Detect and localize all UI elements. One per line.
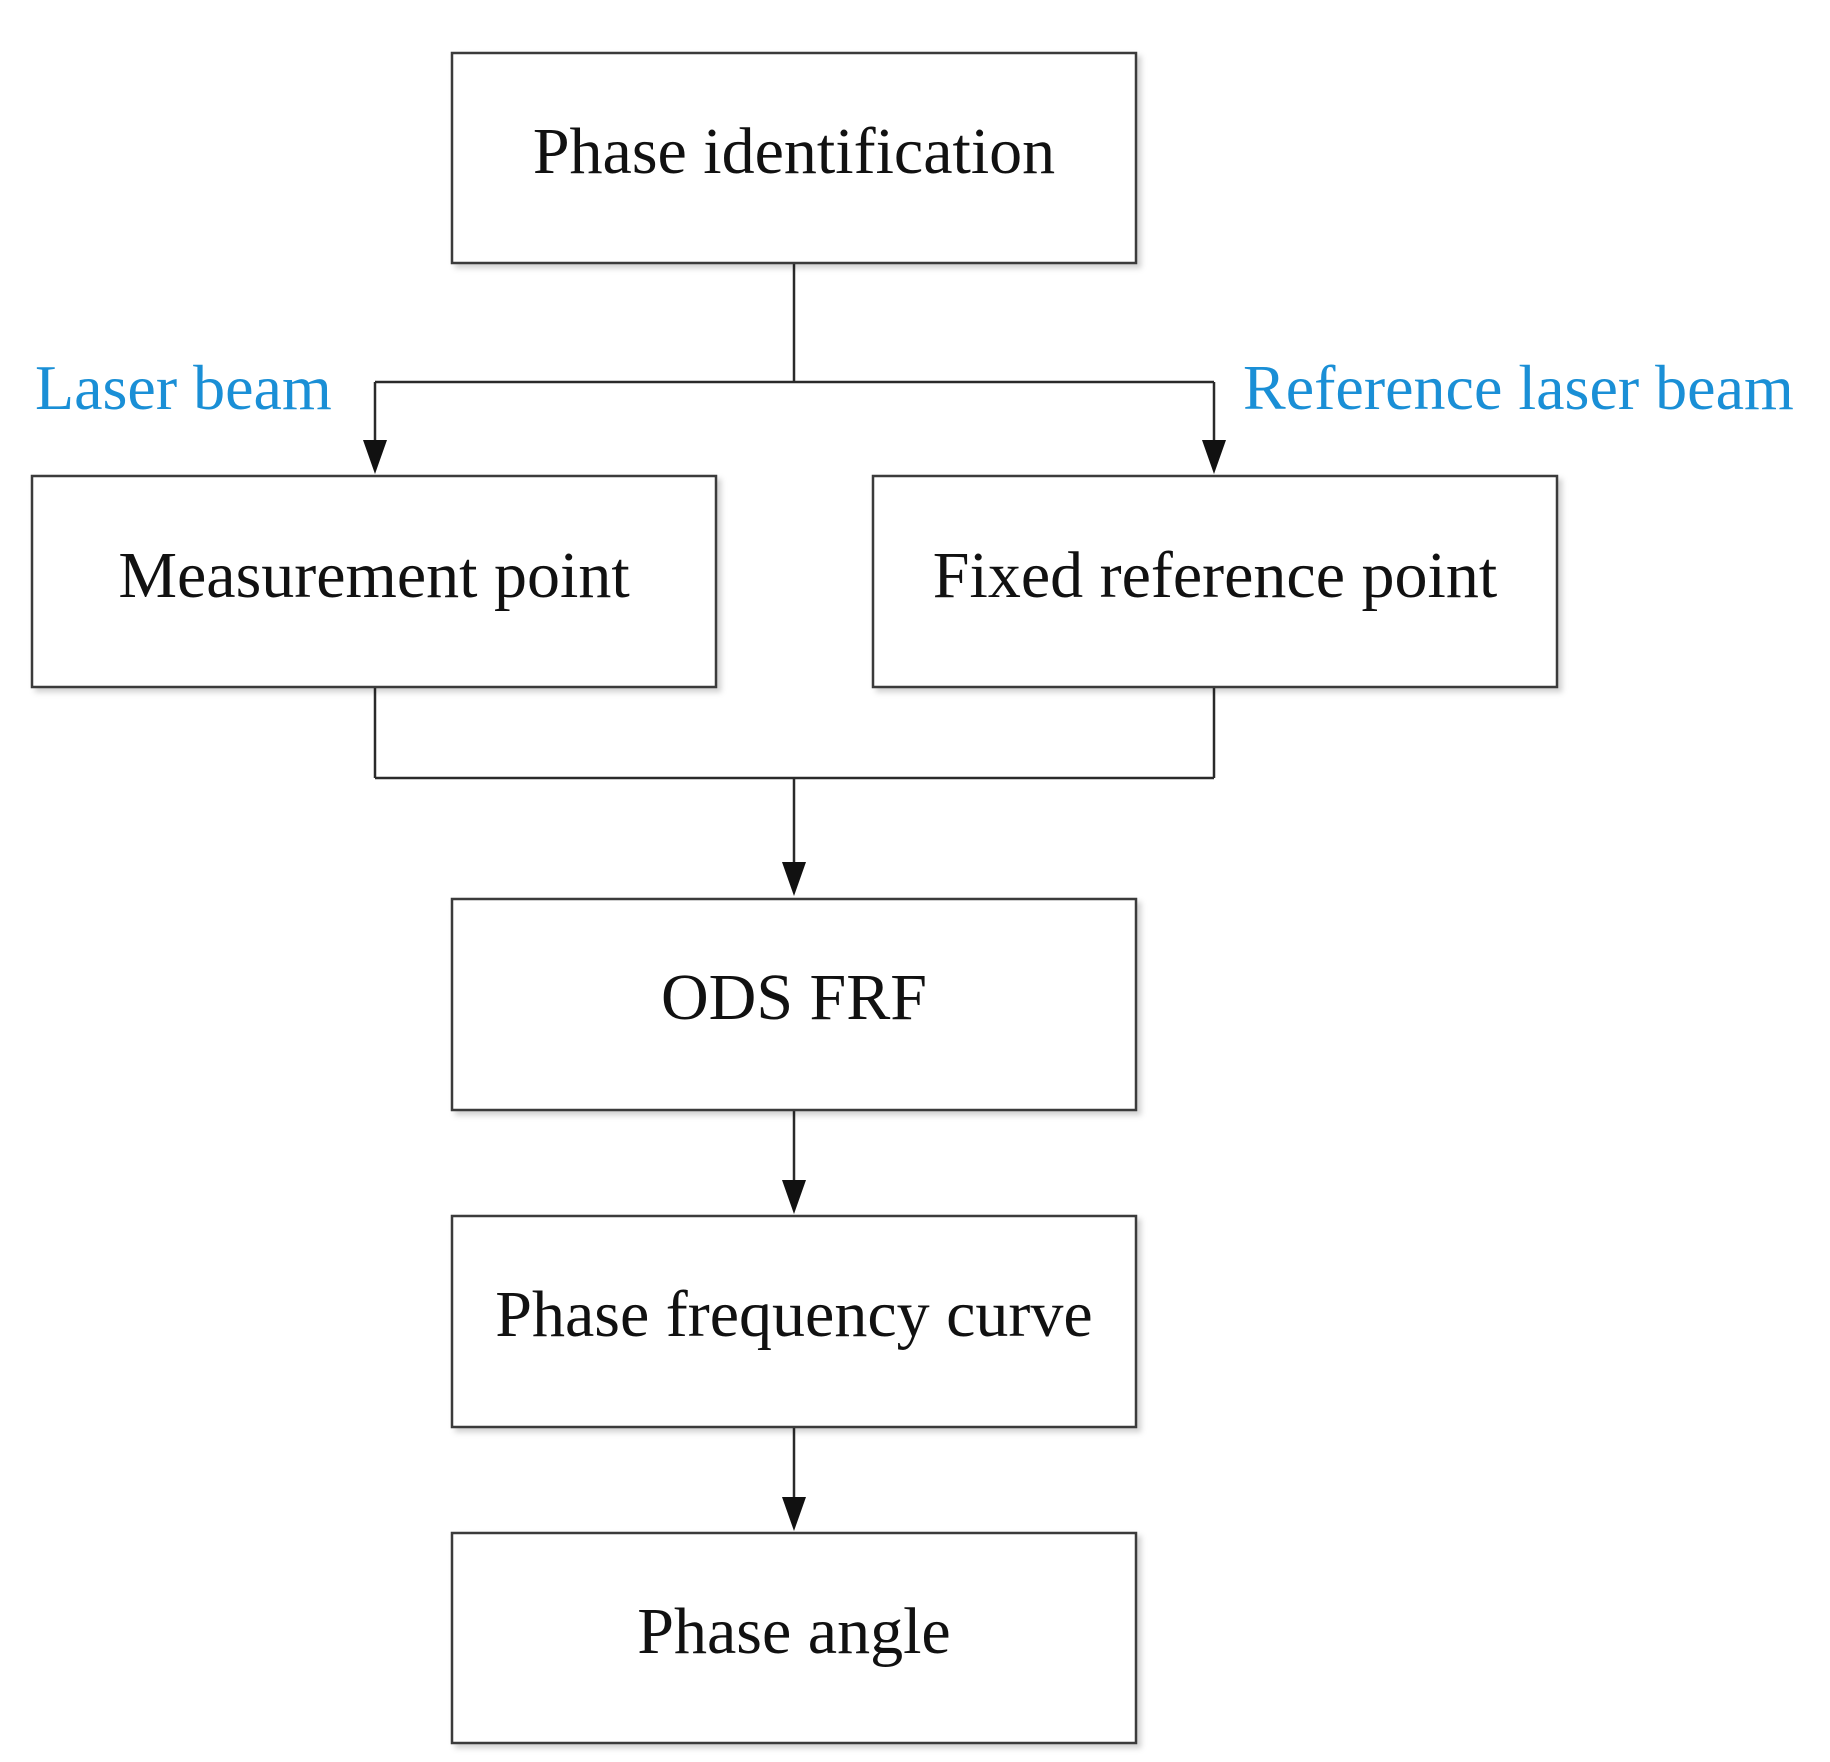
node-box [450, 1531, 1138, 1745]
edge-label-reference-laser-beam: Reference laser beam [1243, 352, 1794, 423]
node-phase-angle: Phase angle [450, 1531, 1138, 1745]
arrowhead-ods-frf [782, 862, 806, 896]
node-box [450, 51, 1138, 265]
node-label: ODS FRF [661, 961, 927, 1034]
node-fixed-reference-point: Fixed reference point [871, 474, 1559, 689]
edge-label-laser-beam: Laser beam [35, 352, 332, 423]
arrowhead-measurement-point [363, 440, 387, 474]
node-box [871, 474, 1559, 689]
node-phase-frequency-curve: Phase frequency curve [450, 1214, 1138, 1429]
arrowhead-phase-angle [782, 1497, 806, 1531]
node-label: Phase angle [637, 1595, 950, 1668]
node-box [30, 474, 718, 689]
node-label: Fixed reference point [933, 539, 1497, 612]
node-box [450, 897, 1138, 1112]
node-measurement-point: Measurement point [30, 474, 718, 689]
node-phase-identification: Phase identification [450, 51, 1138, 265]
arrowhead-fixed-reference-point [1202, 440, 1226, 474]
connectors [363, 263, 1226, 1531]
node-box [450, 1214, 1138, 1429]
node-label: Phase frequency curve [495, 1278, 1092, 1351]
node-ods-frf: ODS FRF [450, 897, 1138, 1112]
node-label: Measurement point [118, 539, 629, 612]
node-label: Phase identification [533, 115, 1055, 188]
arrowhead-phase-frequency-curve [782, 1180, 806, 1214]
